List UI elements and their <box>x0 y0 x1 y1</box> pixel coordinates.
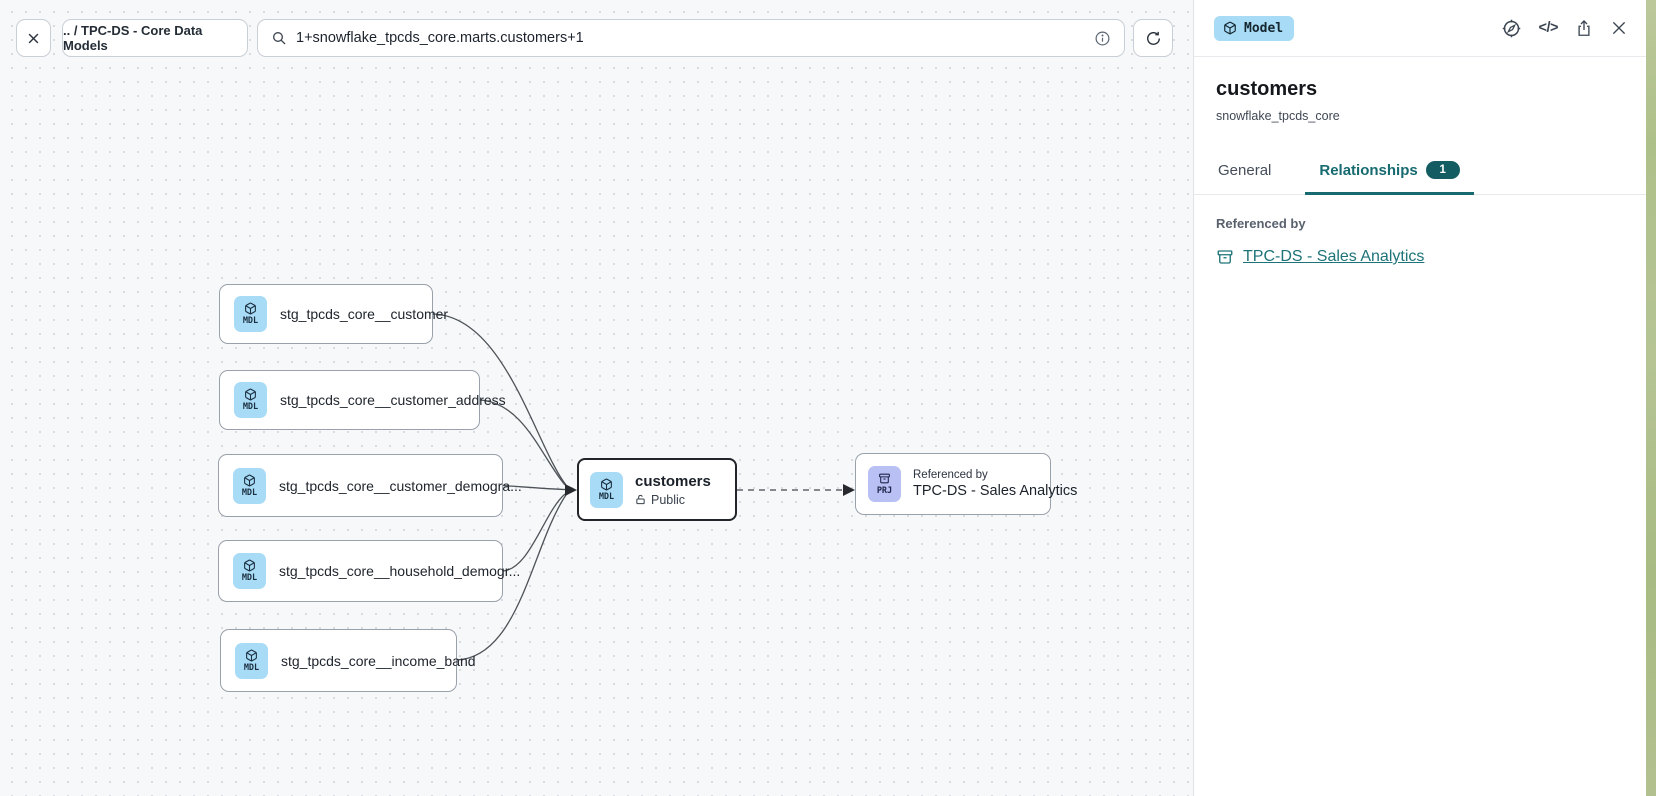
badge-label: MDL <box>598 491 615 502</box>
node-label: stg_tpcds_core__customer_demogra... <box>279 477 522 494</box>
cube-icon <box>246 649 257 661</box>
info-icon[interactable] <box>1094 30 1111 47</box>
visibility-row: Public <box>635 493 711 507</box>
tab-relationships[interactable]: Relationships 1 <box>1305 149 1474 195</box>
type-badge-label: Model <box>1244 20 1284 36</box>
share-icon <box>1578 19 1590 36</box>
model-badge: MDL <box>590 471 623 508</box>
details-panel: Model </> customers snowflake_tpcds_core <box>1193 0 1646 796</box>
breadcrumb-label: .. / TPC-DS - Core Data Models <box>63 23 203 53</box>
panel-header: Model </> <box>1194 0 1646 57</box>
node-stg-customer-demographics[interactable]: MDL stg_tpcds_core__customer_demogra... <box>218 454 522 517</box>
lineage-canvas[interactable]: MDL stg_tpcds_core__customer MDL stg_tpc… <box>0 0 1193 796</box>
badge-label: MDL <box>241 573 258 583</box>
cube-icon <box>245 302 256 315</box>
node-label: stg_tpcds_core__income_band <box>281 652 476 669</box>
node-stg-income-band[interactable]: MDL stg_tpcds_core__income_band <box>220 629 476 692</box>
node-label: stg_tpcds_core__customer <box>280 306 449 322</box>
badge-label: PRJ <box>876 486 893 496</box>
lock-open-icon <box>636 494 645 505</box>
explore-button[interactable] <box>1501 18 1522 39</box>
node-caption: Referenced by <box>913 469 988 481</box>
model-type-badge: Model <box>1214 15 1295 41</box>
cube-icon <box>244 474 255 486</box>
tab-label: Relationships <box>1319 161 1418 179</box>
close-panel-button[interactable] <box>1610 19 1628 37</box>
edge-customer <box>432 313 567 486</box>
panel-title-block: customers snowflake_tpcds_core <box>1194 57 1646 123</box>
view-code-button[interactable]: </> <box>1538 20 1559 36</box>
badge-label: MDL <box>241 487 258 498</box>
model-badge: MDL <box>233 467 266 504</box>
page-title: customers <box>1216 78 1318 100</box>
breadcrumb[interactable]: .. / TPC-DS - Core Data Models <box>62 19 248 57</box>
relationships-count-badge: 1 <box>1425 161 1460 179</box>
refresh-icon <box>1146 31 1160 45</box>
panel-tabs: General Relationships 1 <box>1194 149 1646 195</box>
node-body: Referenced by TPC-DS - Sales Analytics <box>913 469 1077 499</box>
node-label: customers <box>635 472 711 490</box>
model-badge: MDL <box>234 296 267 332</box>
badge-label: MDL <box>242 316 259 326</box>
badge-label: MDL <box>243 662 260 673</box>
tab-label: General <box>1218 162 1272 179</box>
wallpaper-edge-strip <box>1646 0 1656 796</box>
cube-icon <box>1224 21 1236 35</box>
edge-income-band <box>456 494 567 661</box>
search-input-value[interactable]: 1+snowflake_tpcds_core.marts.customers+1 <box>296 30 584 46</box>
reference-project-link[interactable]: TPC-DS - Sales Analytics <box>1243 248 1425 265</box>
model-badge: MDL <box>234 382 267 418</box>
project-badge: PRJ <box>868 466 901 502</box>
share-button[interactable] <box>1575 19 1593 38</box>
node-referenced-project[interactable]: PRJ Referenced by TPC-DS - Sales Analyti… <box>855 453 1077 515</box>
model-badge: MDL <box>233 553 266 589</box>
edge-arrowhead-out <box>843 484 855 496</box>
node-customers-selected[interactable]: MDL customers Public <box>577 458 737 521</box>
archive-icon <box>1217 250 1233 264</box>
section-label: Referenced by <box>1216 216 1306 231</box>
page-subtitle: snowflake_tpcds_core <box>1216 109 1340 123</box>
close-graph-button[interactable] <box>16 19 51 57</box>
close-icon <box>28 33 39 43</box>
search-icon <box>273 32 286 45</box>
node-stg-customer[interactable]: MDL stg_tpcds_core__customer <box>219 284 448 344</box>
edge-household-demographics <box>502 493 566 572</box>
edge-customer-demographics <box>502 484 567 491</box>
node-label: stg_tpcds_core__customer_address <box>280 392 506 408</box>
visibility-label: Public <box>651 492 686 507</box>
badge-label: MDL <box>242 402 259 412</box>
node-stg-household-demographics[interactable]: MDL stg_tpcds_core__household_demogr... <box>218 540 520 602</box>
refresh-button[interactable] <box>1133 19 1173 57</box>
compass-icon <box>1502 19 1520 37</box>
archive-icon <box>879 473 890 484</box>
edge-customer-address <box>479 399 566 486</box>
edge-arrowhead-in <box>565 484 577 496</box>
referenced-by-section: Referenced by TPC-DS - Sales Analytics <box>1194 195 1646 287</box>
lineage-edges <box>432 313 855 661</box>
node-stg-customer-address[interactable]: MDL stg_tpcds_core__customer_address <box>219 370 506 430</box>
node-label: stg_tpcds_core__household_demogr... <box>279 563 521 579</box>
cube-icon <box>244 559 255 572</box>
cube-icon <box>245 388 256 401</box>
reference-row: TPC-DS - Sales Analytics <box>1216 248 1624 266</box>
cube-icon <box>601 478 612 490</box>
node-label: TPC-DS - Sales Analytics <box>913 483 1078 499</box>
close-icon <box>1612 21 1626 35</box>
tab-general[interactable]: General <box>1204 150 1285 195</box>
selector-search[interactable]: 1+snowflake_tpcds_core.marts.customers+1 <box>257 19 1125 57</box>
node-body: customers Public <box>635 473 711 507</box>
model-badge: MDL <box>235 642 268 679</box>
panel-actions: </> <box>1501 18 1628 39</box>
